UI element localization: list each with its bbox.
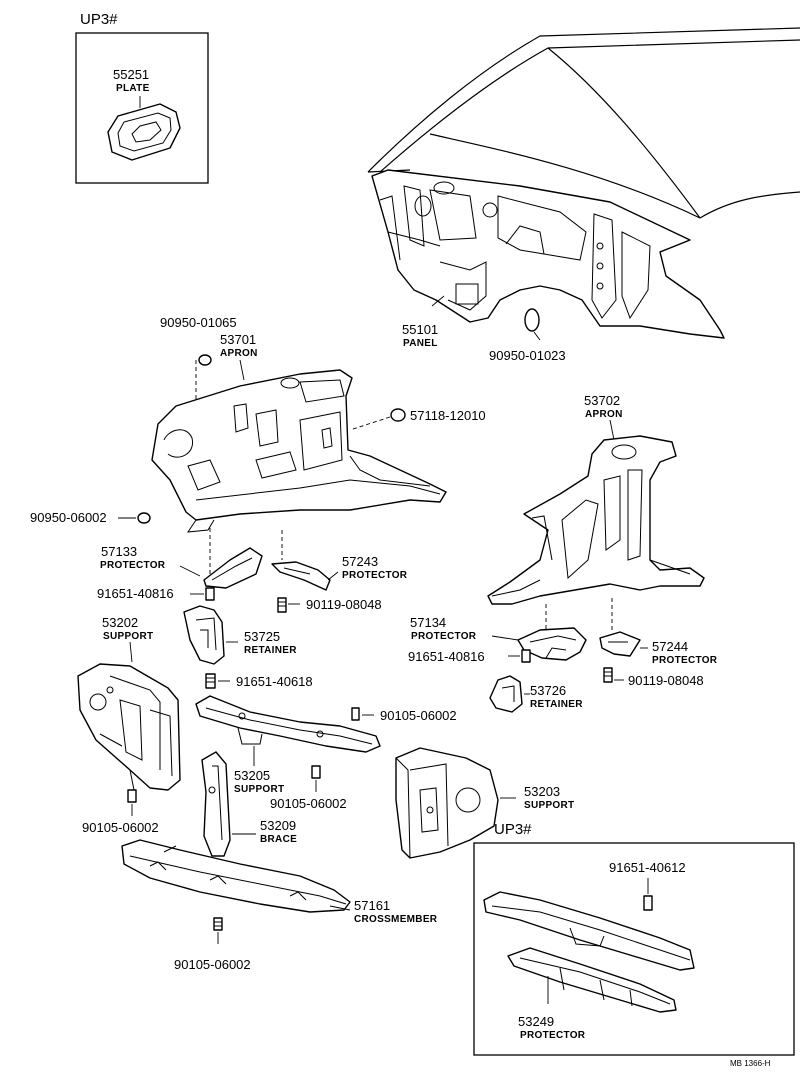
- apron-53702[interactable]: [487, 435, 705, 605]
- bolt-90105-06002-c[interactable]: [127, 789, 137, 803]
- support-53203-name: SUPPORT: [524, 800, 574, 811]
- grommet-90950-01023[interactable]: [524, 308, 540, 332]
- bolt-08048-right-label: 90119-08048: [628, 673, 704, 688]
- bolt-91651-40816-left[interactable]: [205, 587, 215, 601]
- bolt-08048-left-label: 90119-08048: [306, 597, 382, 612]
- bolt-90105-06002-b[interactable]: [311, 765, 321, 779]
- protector-57133[interactable]: [203, 547, 263, 589]
- grommet-90950-01065[interactable]: [198, 354, 212, 366]
- protector-57133-name: PROTECTOR: [100, 560, 166, 571]
- car-body-outline: [367, 27, 800, 219]
- protector-57244-number: 57244: [652, 639, 688, 654]
- brace-53209-name: BRACE: [260, 834, 297, 845]
- bolt-06002-c-label: 90105-06002: [82, 820, 159, 835]
- support-53205[interactable]: [195, 695, 381, 753]
- retainer-53726-number: 53726: [530, 683, 566, 698]
- bolt-40816-right-label: 91651-40816: [408, 649, 485, 664]
- bolt-91651-40618[interactable]: [205, 673, 216, 689]
- protector-57133-number: 57133: [101, 544, 137, 559]
- protector-57243[interactable]: [271, 561, 331, 591]
- bolt-06002-d-label: 90105-06002: [174, 957, 251, 972]
- support-53202[interactable]: [77, 663, 181, 791]
- crossmember-57161-number: 57161: [354, 898, 390, 913]
- plate-55251[interactable]: [107, 103, 181, 161]
- bolt-40816-left-label: 91651-40816: [97, 586, 174, 601]
- plate-name: PLATE: [116, 83, 150, 94]
- protector-57244[interactable]: [599, 631, 641, 657]
- protector-57244-name: PROTECTOR: [652, 655, 718, 666]
- bolt-91651-40816-right[interactable]: [521, 649, 531, 663]
- bolt-90105-06002-d[interactable]: [213, 917, 223, 931]
- retainer-53725-name: RETAINER: [244, 645, 297, 656]
- crossmember-upper-up3[interactable]: [483, 891, 695, 971]
- plate-inset-frame: [75, 32, 209, 184]
- protector-57134-number: 57134: [410, 615, 446, 630]
- support-53203-number: 53203: [524, 784, 560, 799]
- grommet-01065-label: 90950-01065: [160, 315, 237, 330]
- bolt-90105-06002-a[interactable]: [351, 707, 360, 721]
- bolt-90119-08048-right[interactable]: [603, 667, 613, 683]
- grommet-01023-label: 90950-01023: [489, 348, 566, 363]
- bolt-06002-a-label: 90105-06002: [380, 708, 457, 723]
- bolt-06002-b-label: 90105-06002: [270, 796, 347, 811]
- protector-57243-number: 57243: [342, 554, 378, 569]
- protector-53249[interactable]: [507, 947, 677, 1013]
- clip-12010-label: 57118-12010: [410, 408, 486, 423]
- panel-name: PANEL: [403, 338, 438, 349]
- clip-57118-12010[interactable]: [390, 408, 406, 422]
- lower-inset-frame: [473, 842, 795, 1056]
- support-53202-name: SUPPORT: [103, 631, 153, 642]
- brace-53209-number: 53209: [260, 818, 296, 833]
- apron-right-number: 53702: [584, 393, 620, 408]
- brace-53209[interactable]: [201, 751, 231, 857]
- support-53205-name: SUPPORT: [234, 784, 284, 795]
- retainer-53725[interactable]: [183, 605, 225, 665]
- support-53205-number: 53205: [234, 768, 270, 783]
- apron-right-name: APRON: [585, 409, 623, 420]
- up3-bottom-label: UP3#: [494, 821, 532, 838]
- crossmember-57161[interactable]: [121, 839, 351, 913]
- diagram-code: MB 1366-H: [730, 1059, 771, 1068]
- protector-53249-name: PROTECTOR: [520, 1030, 586, 1041]
- protector-57134-name: PROTECTOR: [411, 631, 477, 642]
- bolt-90119-08048-left[interactable]: [277, 597, 287, 613]
- grommet-90950-06002[interactable]: [137, 512, 151, 524]
- apron-left-number: 53701: [220, 332, 256, 347]
- protector-53249-number: 53249: [518, 1014, 554, 1029]
- apron-left-name: APRON: [220, 348, 258, 359]
- panel-55101[interactable]: [371, 169, 725, 339]
- bolt-91651-40612[interactable]: [643, 895, 653, 911]
- panel-number: 55101: [402, 322, 438, 337]
- plate-number: 55251: [113, 67, 149, 82]
- protector-57243-name: PROTECTOR: [342, 570, 408, 581]
- up3-top-label: UP3#: [80, 11, 118, 28]
- support-53203[interactable]: [395, 747, 499, 859]
- crossmember-57161-name: CROSSMEMBER: [354, 914, 438, 925]
- support-53202-number: 53202: [102, 615, 138, 630]
- retainer-53726-name: RETAINER: [530, 699, 583, 710]
- retainer-53726[interactable]: [489, 675, 523, 713]
- apron-53701[interactable]: [151, 369, 447, 533]
- bolt-40612-label: 91651-40612: [609, 860, 686, 875]
- retainer-53725-number: 53725: [244, 629, 280, 644]
- bolt-40618-label: 91651-40618: [236, 674, 313, 689]
- grommet-06002-label: 90950-06002: [30, 510, 107, 525]
